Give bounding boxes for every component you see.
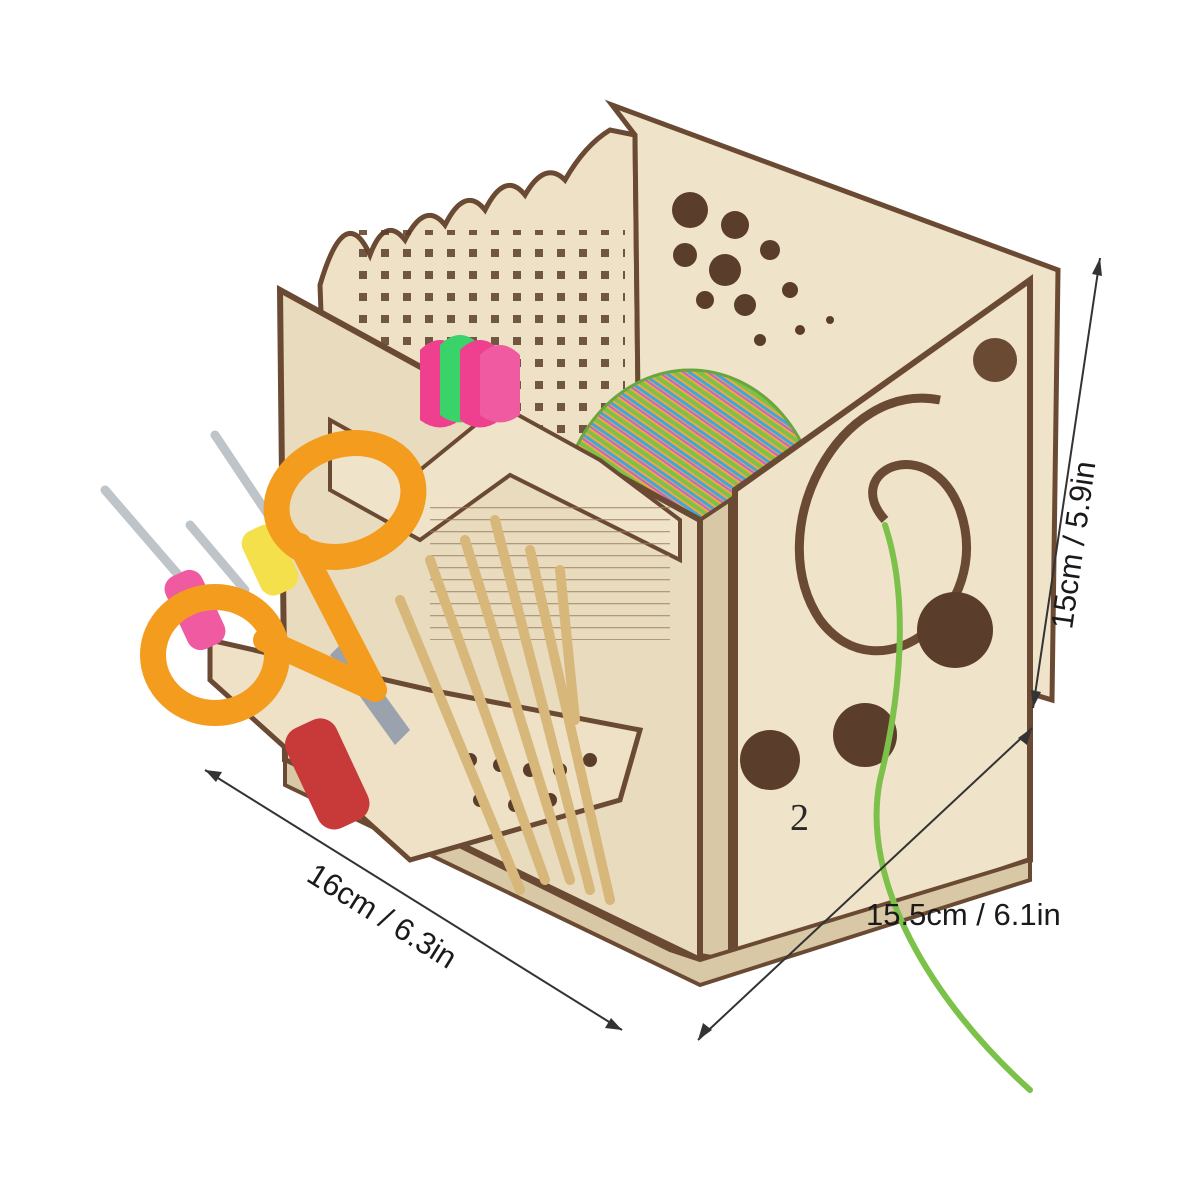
depth-dimension: 15.5cm / 6.1in — [697, 727, 1061, 1041]
yarn-strand — [873, 522, 1033, 1093]
depth-label: 15.5cm / 6.1in — [866, 897, 1061, 932]
bamboo-needles — [395, 515, 615, 905]
scissors — [140, 430, 427, 745]
right-side-panel: 2 — [698, 274, 1033, 965]
stitch-markers — [420, 335, 520, 428]
side-number: 2 — [790, 797, 809, 839]
